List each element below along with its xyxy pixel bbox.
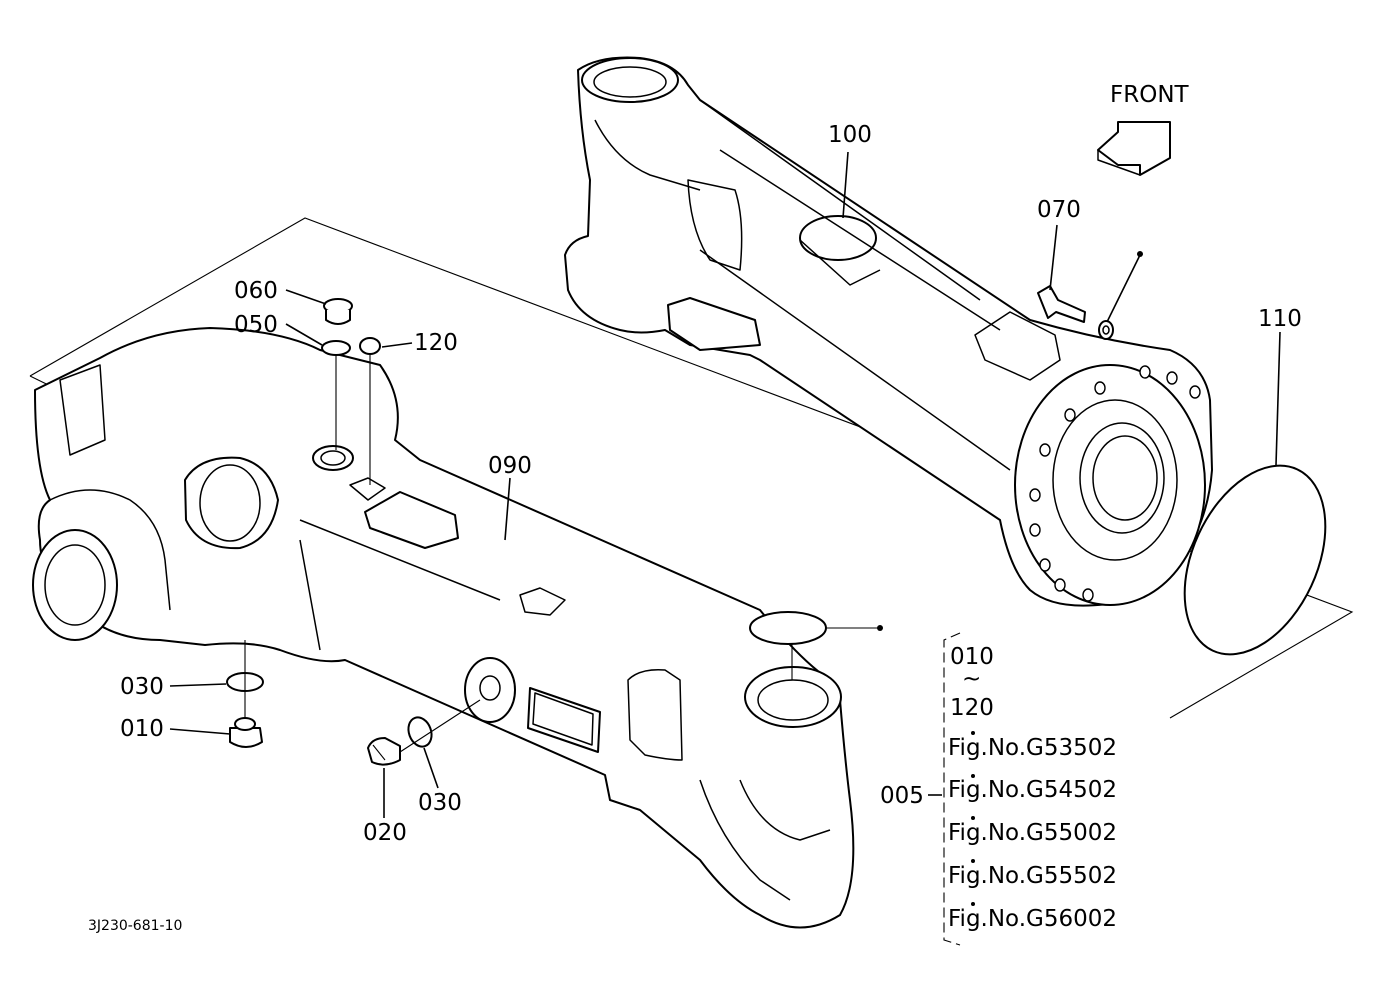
assembly-range-tilde: ~ — [962, 666, 981, 692]
plug-020-drawing — [367, 737, 401, 766]
assembly-group-bracket — [943, 632, 961, 946]
callout-120: 120 — [414, 330, 458, 356]
figure-ref: Fig.No.G56002 — [948, 906, 1117, 932]
callout-005: 005 — [880, 783, 924, 809]
grease-nipple-120-drawing — [359, 337, 381, 485]
flange-bolt-holes — [1029, 365, 1201, 602]
callout-060: 060 — [234, 278, 278, 304]
front-direction-arrow-icon — [1097, 121, 1171, 176]
assembly-range-end: 120 — [950, 695, 994, 721]
figure-reference-list: Fig.No.G53502 Fig.No.G54502 Fig.No.G5500… — [948, 731, 1117, 932]
callout-090: 090 — [488, 453, 532, 479]
o-ring-030-center-drawing — [407, 716, 433, 748]
figure-ref: Fig.No.G55502 — [948, 863, 1117, 889]
callout-030-center: 030 — [418, 790, 462, 816]
plug-010-drawing — [229, 717, 263, 748]
callout-030-left: 030 — [120, 674, 164, 700]
bolt-070-drawing — [1037, 285, 1114, 340]
callout-100: 100 — [828, 122, 872, 148]
cover-leader-dot — [877, 625, 883, 631]
callout-050: 050 — [234, 312, 278, 338]
drop-line-020 — [399, 699, 481, 753]
cover-plate-drawing — [749, 611, 827, 645]
front-label: FRONT — [1110, 82, 1190, 108]
assembly-range-start: 010 — [950, 644, 994, 670]
figure-ref: Fig.No.G53502 — [948, 735, 1117, 761]
assembly-bracket-frame — [29, 217, 1354, 719]
drawing-code: 3J230-681-10 — [88, 918, 182, 934]
plug-060-drawing — [323, 298, 353, 325]
callout-070: 070 — [1037, 197, 1081, 223]
leader-lines — [169, 151, 1281, 818]
axle-case-100-drawing — [564, 56, 1213, 607]
callout-110: 110 — [1258, 306, 1302, 332]
callout-010: 010 — [120, 716, 164, 742]
axle-case-090-drawing — [32, 327, 855, 929]
figure-ref: Fig.No.G55002 — [948, 820, 1117, 846]
figure-ref: Fig.No.G54502 — [948, 777, 1117, 803]
callout-020: 020 — [363, 820, 407, 846]
o-ring-110-drawing — [1183, 464, 1327, 656]
o-ring-050-drawing — [321, 340, 351, 356]
